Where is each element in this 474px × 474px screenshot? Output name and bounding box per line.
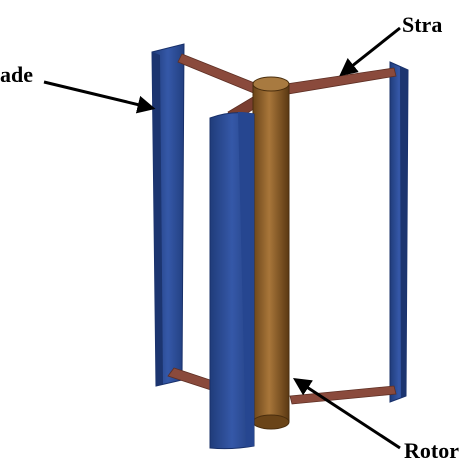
blade-back-right [389, 61, 409, 403]
strut-top-left [177, 53, 263, 95]
blade-front [209, 112, 255, 450]
arrow-blade [43, 80, 156, 114]
rotor-top-cap [252, 76, 290, 92]
label-rotor: Rotor [404, 438, 459, 463]
rotor-body [252, 83, 290, 423]
blade-front-edge [238, 112, 254, 447]
rotor-shaft [252, 76, 290, 430]
strut-top-right [285, 67, 397, 95]
blade-back-left [151, 43, 185, 387]
rotor-bottom-cap [252, 414, 290, 430]
blade-back-right-edge [400, 66, 408, 398]
blade-back-left-edge [152, 52, 163, 386]
arrow-rotor [292, 378, 401, 450]
label-strut: Stra [402, 12, 442, 37]
strut-bottom-right [289, 385, 397, 405]
label-blade: ade [0, 62, 33, 87]
arrow-strut [339, 26, 401, 77]
